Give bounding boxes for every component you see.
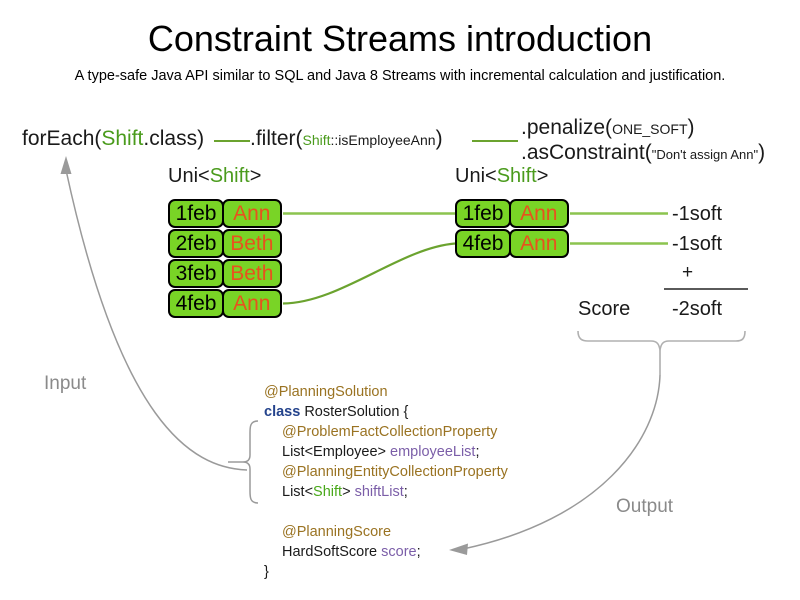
code-line-score: HardSoftScore score; [282,542,421,562]
shiftlist-pre: List< [282,484,314,500]
penalty-value-0: -1soft [672,203,723,225]
fact-row-right-0[interactable]: 1feb Ann [455,199,569,228]
pipeline-foreach: forEach(Shift.class) [22,127,204,151]
score-semicolon: ; [416,544,421,560]
filter-suffix: ) [435,127,443,150]
code-line-shiftlist: List<Shift> shiftList; [282,482,408,502]
foreach-suffix: .class) [143,127,205,150]
penalize-suffix: ) [687,116,695,139]
page-title: Constraint Streams introduction [147,18,653,59]
fact-row-left-1[interactable]: 2feb Beth [168,229,282,258]
shiftlist-var: shiftList [354,484,404,500]
score-type: HardSoftScore [282,544,382,560]
filter-method: ::isEmployeeAnn [330,132,436,148]
code-line-planningentity-annotation: @PlanningEntityCollectionProperty [282,462,508,482]
fact-date: 4feb [455,229,511,258]
input-arrowhead [60,156,72,174]
uni-caption-left: Uni<Shift> [168,165,261,188]
fact-row-left-0[interactable]: 1feb Ann [168,199,282,228]
pipeline-connector-1 [214,140,250,142]
score-label: Score [578,298,631,320]
fact-employee: Beth [221,259,282,288]
pipeline-penalize: .penalize(ONE_SOFT) [521,116,695,140]
code-line-class: class RosterSolution { [264,402,408,422]
employeelist-var: employeeList [390,444,476,460]
keyword-class: class [264,404,301,420]
score-brace [577,330,746,351]
code-line-planningsolution: @PlanningSolution [264,382,388,402]
fact-row-left-2[interactable]: 3feb Beth [168,259,282,288]
fact-employee: Beth [221,229,282,258]
fact-date: 1feb [168,199,224,228]
asconstraint-prefix: .asConstraint( [521,141,652,164]
uni-right-suffix: > [536,165,549,187]
annotation-planningscore: @PlanningScore [282,524,392,540]
close-brace: } [264,564,269,580]
code-line-problemfact-annotation: @ProblemFactCollectionProperty [282,422,497,442]
fact-date: 1feb [455,199,511,228]
score-var: score [381,544,417,560]
uni-left-suffix: > [249,165,262,187]
fact-employee: Ann [508,199,569,228]
uni-left-prefix: Uni< [168,165,210,187]
annotation-problemfactcollectionproperty: @ProblemFactCollectionProperty [282,424,498,440]
match-line-4feb [282,242,456,305]
fact-date: 2feb [168,229,224,258]
fact-row-right-1[interactable]: 4feb Ann [455,229,569,258]
filter-prefix: .filter( [250,127,303,150]
sum-divider [664,288,748,290]
employeelist-semicolon: ; [475,444,480,460]
label-output: Output [616,496,674,517]
foreach-prefix: forEach( [22,127,102,150]
shiftlist-generic: Shift [313,484,343,500]
fact-date: 4feb [168,289,224,318]
sum-operator: + [682,262,694,283]
fact-employee: Ann [221,199,282,228]
fact-employee: Ann [221,289,282,318]
employeelist-type: List<Employee> [282,444,391,460]
shiftlist-post: > [342,484,355,500]
penalize-prefix: .penalize( [521,116,613,139]
output-arrowhead [449,543,468,555]
penalize-arg: ONE_SOFT [612,121,688,137]
label-input: Input [44,373,87,394]
fact-employee: Ann [508,229,569,258]
fact-row-left-3[interactable]: 4feb Ann [168,289,282,318]
annotation-planningsolution: @PlanningSolution [264,384,388,400]
score-total: -2soft [672,298,723,320]
uni-left-type: Shift [209,165,250,187]
penalty-value-1: -1soft [672,233,723,255]
pipeline-asconstraint: .asConstraint("Don't assign Ann") [521,141,765,165]
asconstraint-suffix: ) [758,141,766,164]
code-line-employeelist: List<Employee> employeeList; [282,442,479,462]
code-brace [242,420,259,504]
code-line-planningscore-annotation: @PlanningScore [282,522,391,542]
uni-caption-right: Uni<Shift> [455,165,548,188]
page-subtitle: A type-safe Java API similar to SQL and … [74,68,726,84]
filter-type: Shift [302,132,331,148]
code-line-close-brace: } [264,562,269,582]
shiftlist-semicolon: ; [403,484,408,500]
foreach-type: Shift [101,127,144,150]
fact-date: 3feb [168,259,224,288]
pipeline-filter: .filter(Shift::isEmployeeAnn) [250,127,443,151]
uni-right-prefix: Uni< [455,165,497,187]
annotation-planningentitycollectionproperty: @PlanningEntityCollectionProperty [282,464,508,480]
asconstraint-arg: "Don't assign Ann" [651,147,759,162]
class-name: RosterSolution { [300,404,409,420]
pipeline-connector-2 [472,140,518,142]
uni-right-type: Shift [496,165,537,187]
